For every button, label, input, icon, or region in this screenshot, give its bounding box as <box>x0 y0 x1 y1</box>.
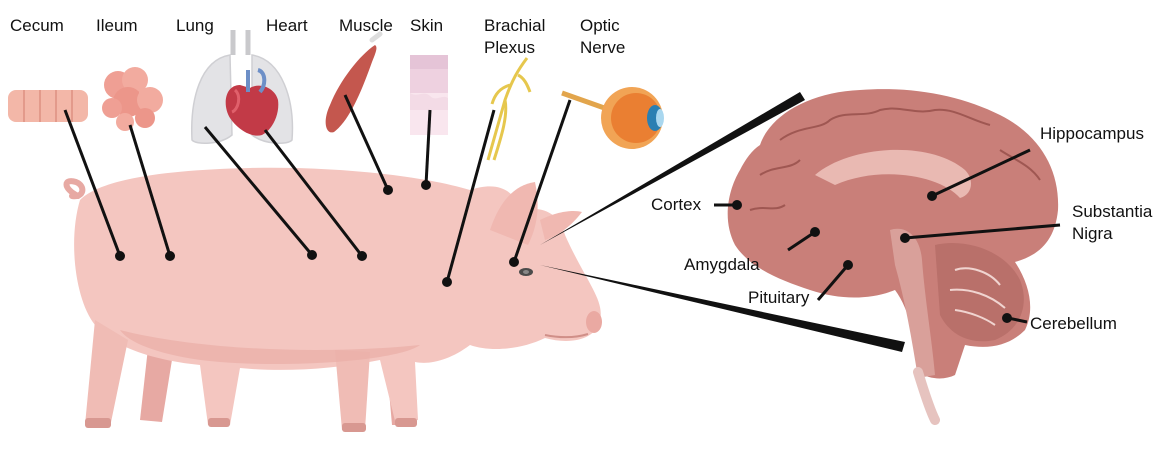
label-pituitary: Pituitary <box>748 288 809 308</box>
label-cecum: Cecum <box>10 16 64 36</box>
ileum-icon <box>102 67 163 131</box>
label-amygdala: Amygdala <box>684 255 760 275</box>
label-brachial-plexus-line-2: Plexus <box>484 38 535 58</box>
brain-illustration <box>728 89 1058 420</box>
label-cortex: Cortex <box>651 195 701 215</box>
label-optic-nerve-line-2: Nerve <box>580 38 625 58</box>
label-lung: Lung <box>176 16 214 36</box>
brachial-plexus-icon <box>488 58 530 160</box>
label-hippocampus: Hippocampus <box>1040 124 1144 144</box>
label-substantia-nigra-line-2: Nigra <box>1072 224 1113 244</box>
label-brachial-plexus-line-1: Brachial <box>484 16 545 36</box>
label-ileum: Ileum <box>96 16 138 36</box>
label-optic-nerve-line-1: Optic <box>580 16 620 36</box>
label-cerebellum: Cerebellum <box>1030 314 1117 334</box>
muscle-icon <box>326 34 380 132</box>
label-skin: Skin <box>410 16 443 36</box>
label-heart: Heart <box>266 16 308 36</box>
eye-icon <box>562 87 664 149</box>
label-muscle: Muscle <box>339 16 393 36</box>
label-substantia-nigra-line-1: Substantia <box>1072 202 1152 222</box>
pig-illustration <box>67 168 603 432</box>
cecum-icon <box>8 90 88 122</box>
